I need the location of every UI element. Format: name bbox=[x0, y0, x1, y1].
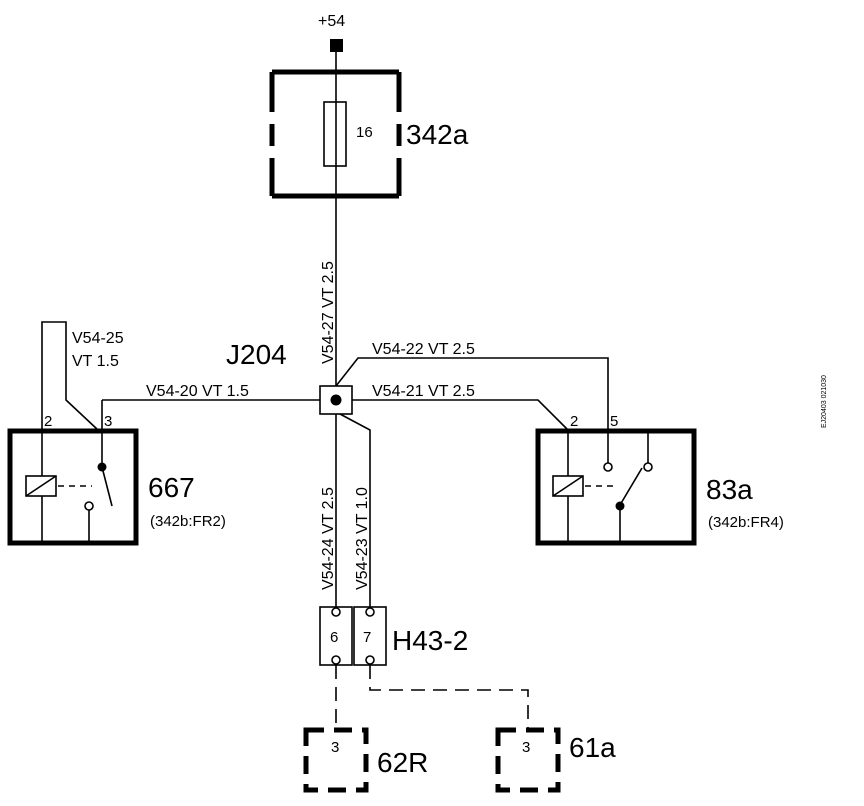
wire-label-v54-20: V54-20 VT 1.5 bbox=[146, 383, 249, 400]
relay-667-ref: (342b:FR2) bbox=[150, 513, 226, 530]
wire-to-61a bbox=[369, 665, 529, 730]
wire-v54-23 bbox=[339, 413, 371, 607]
wire-v54-21 bbox=[352, 399, 569, 431]
target-61a-box bbox=[495, 727, 561, 793]
wire-label-v54-25-spec: VT 1.5 bbox=[72, 353, 119, 370]
connector-h43-2 bbox=[319, 606, 387, 666]
supply-label: +54 bbox=[318, 13, 345, 30]
wire-label-v54-25-name: V54-25 bbox=[72, 330, 124, 347]
relay-667-pin-2: 2 bbox=[44, 413, 52, 430]
relay-83a-label: 83a bbox=[706, 474, 753, 505]
relay-667-label: 667 bbox=[148, 472, 195, 503]
target-61a-label: 61a bbox=[569, 732, 616, 763]
fuse-box-label: 342a bbox=[406, 119, 469, 150]
fuse-element bbox=[323, 101, 347, 167]
relay-83a-pin-2: 2 bbox=[570, 413, 578, 430]
supply-terminal bbox=[330, 39, 343, 52]
document-code: EJ20403 021030 bbox=[821, 375, 828, 428]
connector-pin-6: 6 bbox=[330, 629, 338, 646]
fuse-box-342a bbox=[269, 69, 402, 199]
wire-label-v54-24: V54-24 VT 2.5 bbox=[320, 487, 337, 590]
target-62r-pin: 3 bbox=[331, 739, 339, 756]
relay-667 bbox=[7, 428, 139, 546]
wire-label-v54-21: V54-21 VT 2.5 bbox=[372, 383, 475, 400]
wire-label-v54-23: V54-23 VT 1.0 bbox=[354, 487, 371, 590]
junction-label: J204 bbox=[226, 339, 287, 370]
target-62r-label: 62R bbox=[377, 747, 428, 778]
junction-node bbox=[330, 394, 342, 406]
target-62r-box bbox=[303, 727, 369, 793]
wire-label-v54-27: V54-27 VT 2.5 bbox=[320, 261, 337, 364]
relay-83a-ref: (342b:FR4) bbox=[708, 514, 784, 531]
wire-label-v54-22: V54-22 VT 2.5 bbox=[372, 341, 475, 358]
relay-667-pin-3: 3 bbox=[104, 413, 112, 430]
target-61a-pin: 3 bbox=[522, 739, 530, 756]
relay-83a-pin-5: 5 bbox=[610, 413, 618, 430]
fuse-number: 16 bbox=[356, 124, 373, 141]
wire-v54-22 bbox=[335, 357, 609, 432]
wire-v54-25 bbox=[41, 321, 99, 432]
connector-label: H43-2 bbox=[392, 625, 468, 656]
connector-pin-7: 7 bbox=[363, 629, 371, 646]
relay-83a bbox=[535, 428, 697, 546]
